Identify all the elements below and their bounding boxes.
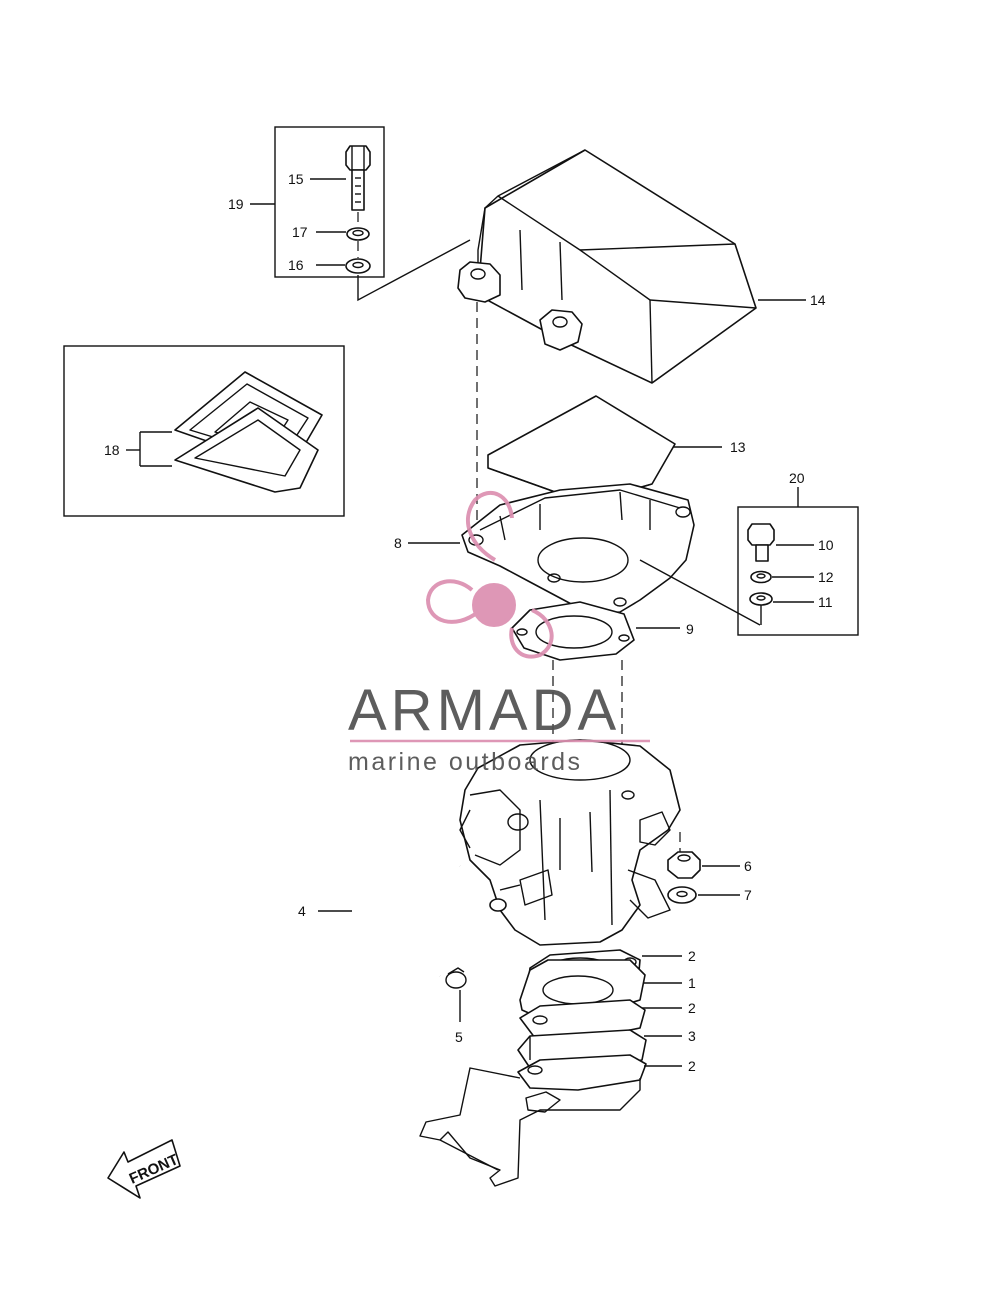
callout-12: 12 [818, 569, 834, 585]
watermark-subtitle: marine outboards [348, 748, 583, 776]
washer-12 [750, 570, 814, 584]
fuel-hose-4 [318, 842, 465, 979]
callout-3: 3 [688, 1028, 696, 1044]
group-box-18 [63, 345, 345, 517]
air-box-cover-14 [457, 149, 806, 384]
callout-4: 4 [298, 903, 306, 919]
callout-6: 6 [744, 858, 752, 874]
callout-16: 16 [288, 257, 304, 273]
group-box-20 [737, 487, 859, 636]
armada-propeller-logo [425, 490, 554, 659]
callout-1: 1 [688, 975, 696, 991]
group-box-19 [250, 126, 385, 278]
clip-5 [445, 967, 467, 1022]
armada-watermark: ARMADA marine outboards [348, 490, 650, 776]
air-box-base-8 [408, 483, 695, 615]
watermark-title: ARMADA [348, 678, 620, 743]
callout-19: 19 [228, 196, 244, 212]
callout-9: 9 [686, 621, 694, 637]
callout-13: 13 [730, 439, 746, 455]
bracket-plate [419, 1067, 641, 1187]
callout-11: 11 [818, 594, 833, 610]
callout-20: 20 [789, 470, 805, 486]
callout-2-middle: 2 [688, 1000, 696, 1016]
callout-8: 8 [394, 535, 402, 551]
bolt-15 [310, 145, 371, 211]
callout-15: 15 [288, 171, 304, 187]
callout-14: 14 [810, 292, 826, 308]
callout-7: 7 [744, 887, 752, 903]
washer-16 [316, 258, 371, 274]
front-arrow: FRONT [107, 1139, 181, 1199]
callout-18: 18 [104, 442, 120, 458]
callout-10: 10 [818, 537, 834, 553]
callout-labels: 1 2 2 2 3 4 5 6 7 8 9 10 11 12 13 14 15 … [104, 171, 834, 1074]
nut-6 [667, 851, 740, 879]
callout-5: 5 [455, 1029, 463, 1045]
washer-17 [316, 227, 370, 241]
washer-11 [749, 592, 814, 606]
washer-7 [667, 886, 740, 904]
callout-17: 17 [292, 224, 308, 240]
carburetor-body [459, 739, 681, 946]
callout-2-upper: 2 [688, 948, 696, 964]
gasket-2-lower [517, 1054, 682, 1091]
callout-2-lower: 2 [688, 1058, 696, 1074]
bolt-10 [747, 523, 814, 562]
